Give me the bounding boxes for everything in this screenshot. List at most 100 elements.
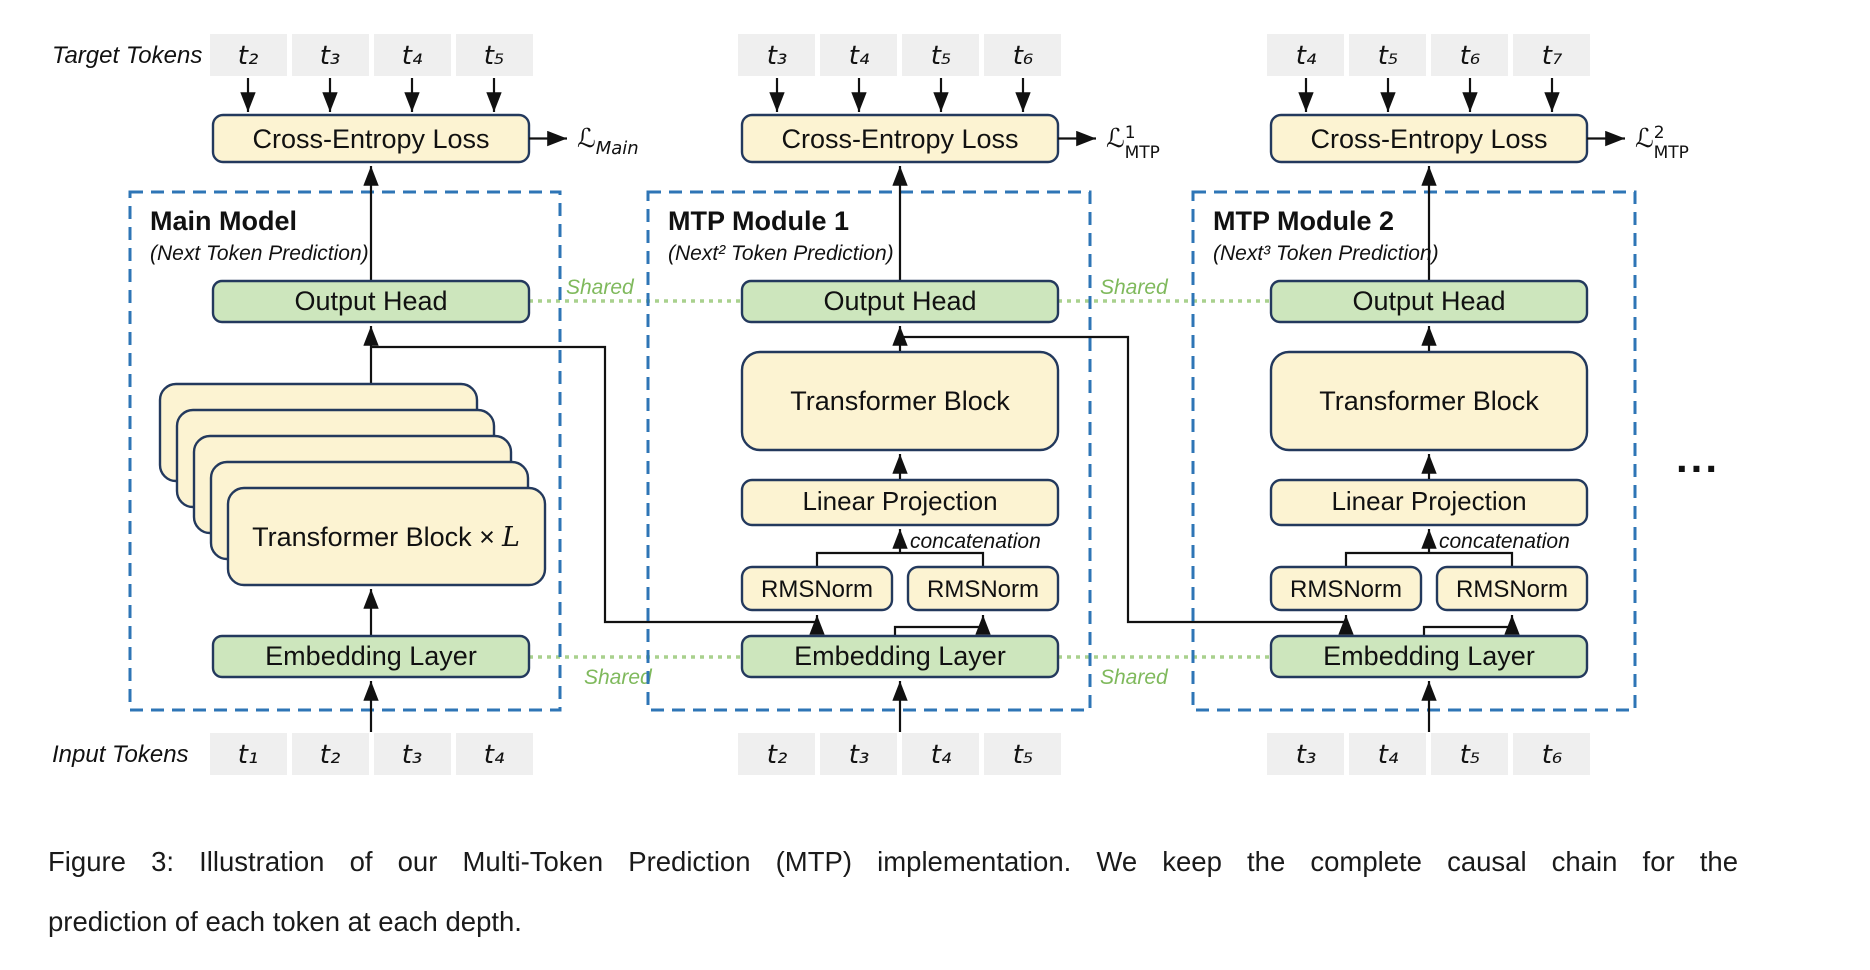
output-head-label: Output Head [294,286,447,316]
mtp2-subtitle: (Next³ Token Prediction) [1213,242,1439,265]
continuation-ellipsis: ... [1676,434,1720,481]
input-token-text: t₄ [484,740,505,770]
shared-links: Shared Shared Shared Shared [529,276,1271,689]
cross-entropy-label: Cross-Entropy Loss [781,124,1018,154]
output-head-label: Output Head [823,286,976,316]
target-token-text: t₃ [767,41,788,71]
input-token-text: t₁ [238,740,259,770]
transformer-block-front [226,486,547,587]
mtp1-input-tokens: t₂ t₃ t₄ t₅ [738,733,1061,775]
figure-caption-line2: prediction of each token at each depth. [48,906,522,937]
shared-label: Shared [1100,276,1169,299]
target-token-text: t₇ [1542,41,1563,71]
mtp2-dashed-box [1191,190,1637,712]
input-token-cell [374,733,451,775]
input-token-cell [902,733,979,775]
figure-caption-line1: Figure 3: Illustration of our Multi-Toke… [48,846,1738,877]
target-token-text: t₄ [849,41,870,71]
target-token-cell [374,34,451,76]
embedding-layer-label: Embedding Layer [1323,641,1535,671]
embedding-to-rmsnorm-line [893,615,991,635]
main-model-dashed-box [128,190,562,712]
transformer-block-label: Transformer Block [790,386,1010,416]
shared-label: Shared [1100,666,1169,689]
input-token-text: t₂ [320,740,341,770]
concatenation-junction [815,551,985,567]
input-token-cell [1431,733,1508,775]
target-token-text: t₄ [402,41,423,71]
mtp2-input-tokens: t₃ t₄ t₅ t₆ [1267,733,1590,775]
cross-entropy-label: Cross-Entropy Loss [252,124,489,154]
rmsnorm-right-box [1435,565,1589,612]
mtp-figure: Target Tokens Input Tokens Shared Shared… [52,34,1720,775]
mtp1-to-mtp2-residual-line [900,335,1354,635]
input-token-text: t₃ [1296,740,1317,770]
input-token-text: t₅ [1460,740,1481,770]
target-token-text: t₆ [1013,41,1034,71]
target-token-text: t₂ [238,41,259,71]
input-token-cell [292,733,369,775]
target-token-cell [1267,34,1344,76]
input-token-text: t₂ [767,740,788,770]
input-token-text: t₃ [849,740,870,770]
loss-label-main: ℒMain [577,124,639,159]
linear-projection-box [740,478,1060,527]
input-token-text: t₆ [1542,740,1563,770]
target-token-text: t₅ [931,41,952,71]
rmsnorm-right-box [906,565,1060,612]
mtp2-target-tokens: t₄ t₅ t₆ t₇ [1267,34,1590,112]
output-head-box [1269,279,1589,324]
input-token-cell [1513,733,1590,775]
input-tokens-label: Input Tokens [52,741,189,768]
output-head-box [211,279,531,324]
main-model-title: Main Model [150,206,297,236]
embedding-layer-box [740,634,1060,679]
input-token-text: t₃ [402,740,423,770]
transformer-block-box [740,350,1060,452]
main-model-module: t₂ t₃ t₄ t₅ Cross-Entropy Loss ℒMain Mai… [128,34,825,775]
target-token-text: t₅ [484,41,505,71]
target-token-cell [1349,34,1426,76]
mtp1-title: MTP Module 1 [668,206,849,236]
target-token-text: t₄ [1296,41,1317,71]
linear-projection-label: Linear Projection [802,486,997,516]
main-target-tokens: t₂ t₃ t₄ t₅ [210,34,533,112]
transformer-block-stack: Transformer Block ×L [158,326,825,635]
mtp2-title: MTP Module 2 [1213,206,1394,236]
concatenation-label: concatenation [910,530,1041,553]
main-model-subtitle: (Next Token Prediction) [150,242,369,265]
rmsnorm-left-label: RMSNorm [1290,576,1402,603]
main-input-tokens: t₁ t₂ t₃ t₄ [210,733,533,775]
shared-label: Shared [566,276,635,299]
main-to-mtp1-residual-line [371,345,825,635]
target-token-text: t₅ [1378,41,1399,71]
target-token-cell [738,34,815,76]
figure-caption: Figure 3: Illustration of our Multi-Toke… [48,832,1738,952]
target-token-cell [1431,34,1508,76]
target-token-cell [1513,34,1590,76]
input-token-cell [1349,733,1426,775]
embedding-layer-box [1269,634,1589,679]
target-token-cell [292,34,369,76]
target-tokens-label: Target Tokens [52,42,202,69]
input-token-cell [738,733,815,775]
linear-projection-box [1269,478,1589,527]
rmsnorm-left-label: RMSNorm [761,576,873,603]
rmsnorm-right-label: RMSNorm [927,576,1039,603]
target-token-text: t₆ [1460,41,1481,71]
shared-label: Shared [584,666,653,689]
mtp1-dashed-box [646,190,1092,712]
embedding-layer-label: Embedding Layer [794,641,1006,671]
transformer-block-box [1269,350,1589,452]
linear-projection-label: Linear Projection [1331,486,1526,516]
target-token-cell [456,34,533,76]
input-token-cell [984,733,1061,775]
transformer-block-stack-label: Transformer Block ×L [252,522,520,553]
output-head-box [740,279,1060,324]
target-token-cell [820,34,897,76]
target-token-cell [902,34,979,76]
